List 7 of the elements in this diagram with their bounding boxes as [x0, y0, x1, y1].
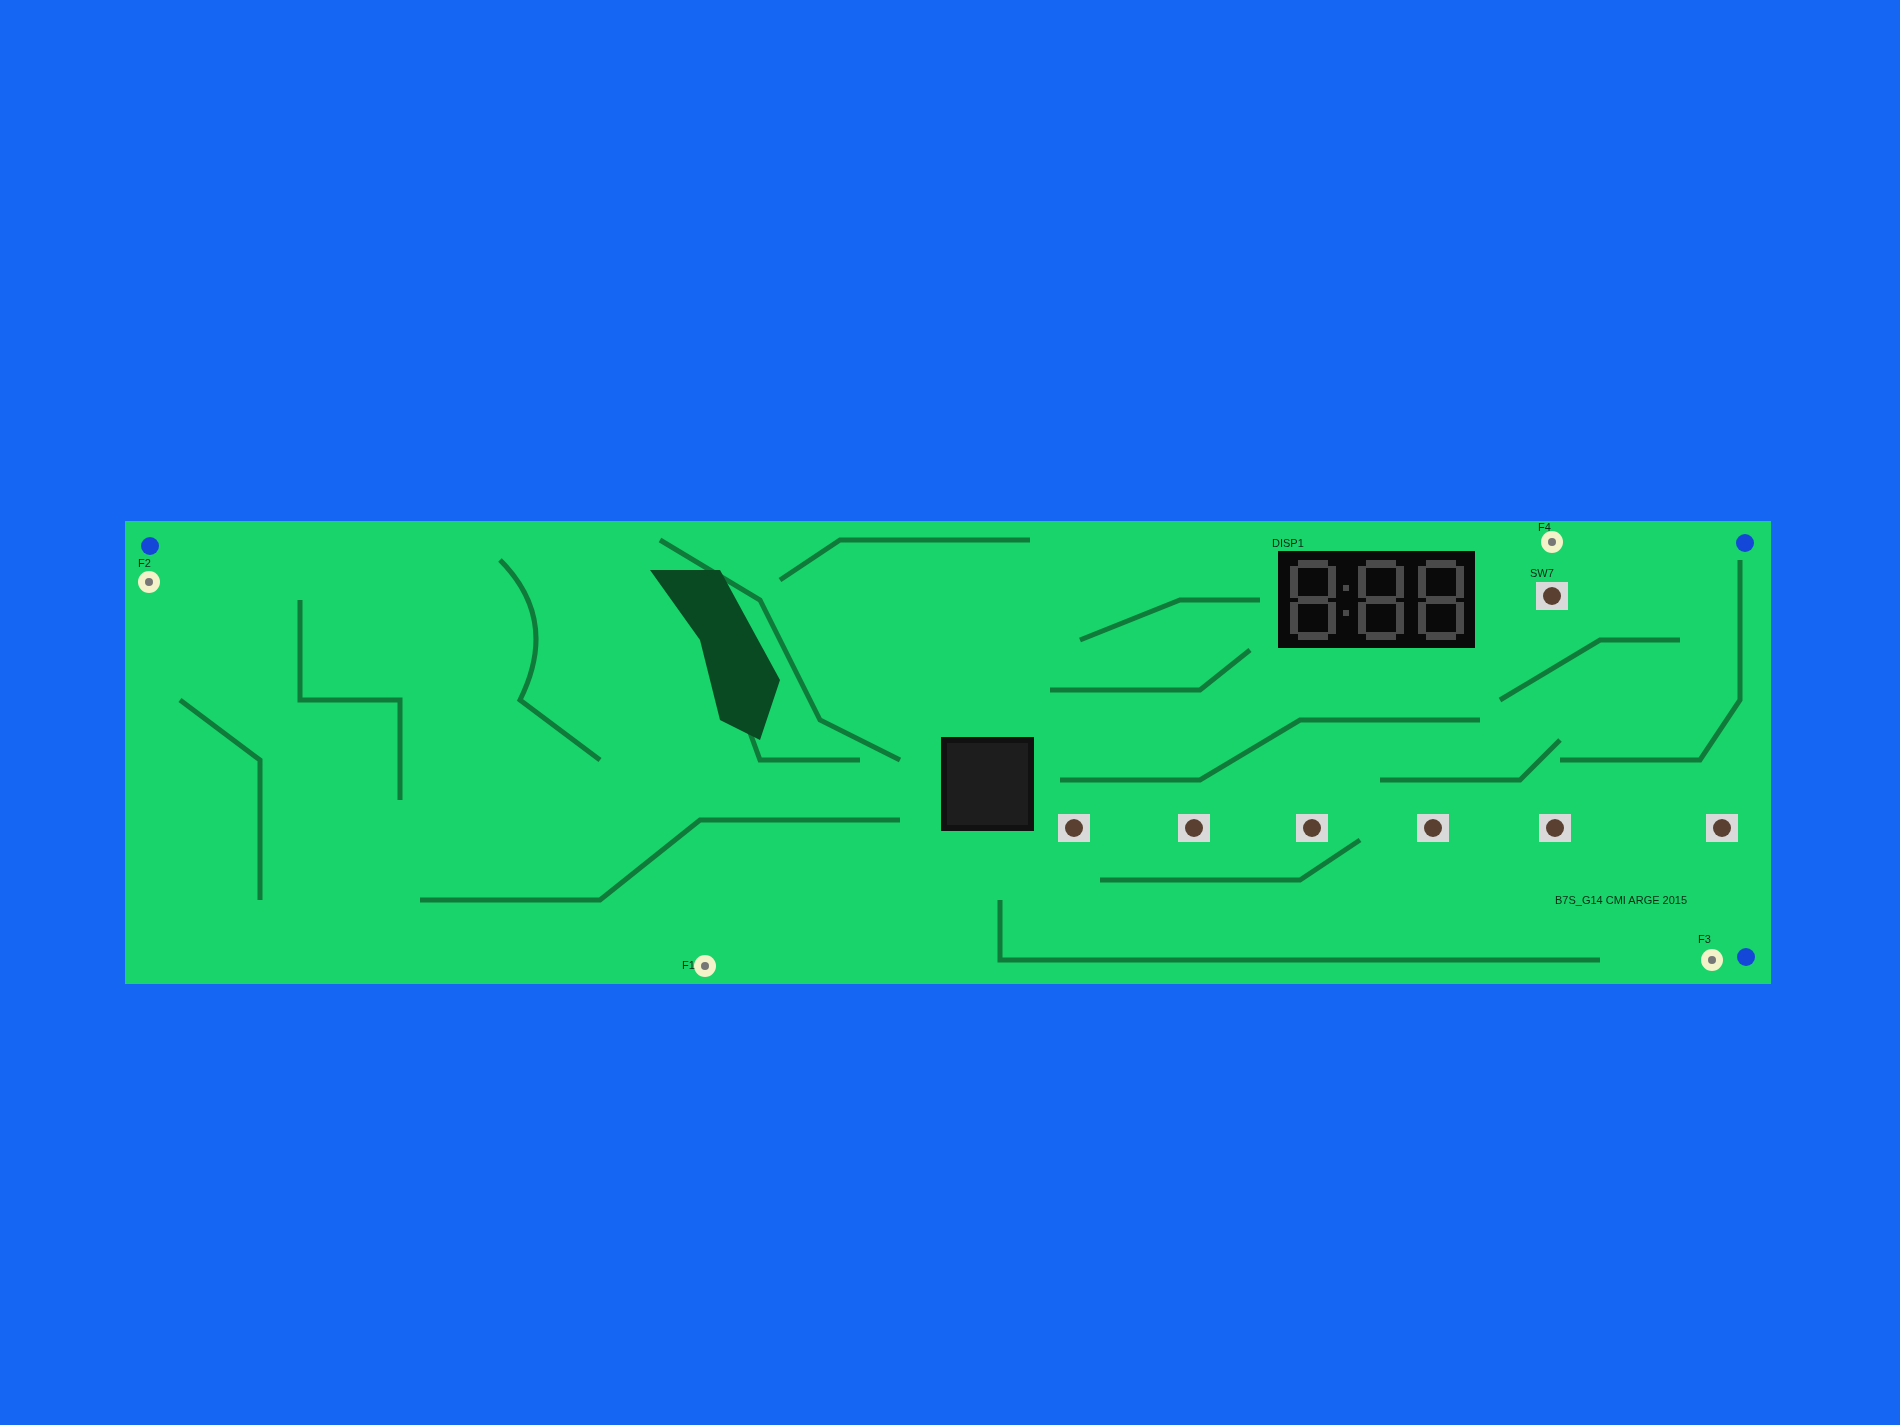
silkscreen-label: F4: [1538, 522, 1551, 533]
silkscreen-label: B7S_G14 CMI ARGE 2015: [1555, 895, 1688, 906]
silkscreen-label: F1: [682, 960, 695, 971]
silkscreen-label: SW7: [1530, 568, 1554, 579]
silkscreen-label: DISP1: [1272, 538, 1304, 549]
silkscreen-label: F3: [1698, 934, 1711, 945]
silkscreen-label: F2: [138, 558, 151, 569]
